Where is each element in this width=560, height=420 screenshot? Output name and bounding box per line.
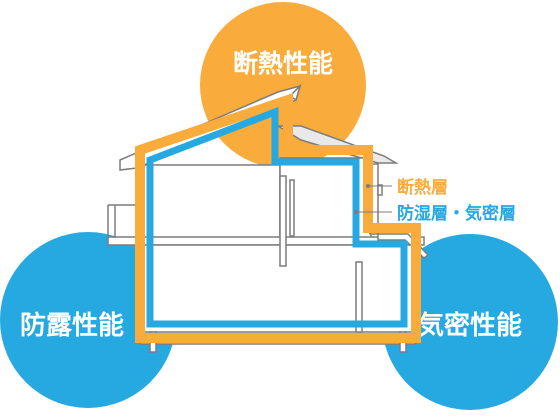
airtight-performance-circle: [382, 234, 558, 410]
insulation-performance-label: 断熱性能: [233, 49, 333, 78]
lower-wall: [136, 244, 418, 334]
insulation-layer-label: 断熱層: [397, 177, 448, 198]
window-frame: [289, 179, 295, 237]
interior-column-upper: [279, 175, 287, 267]
upper-left-wall: [136, 164, 281, 244]
interior-column-lower: [355, 261, 363, 333]
airtight-layer: [146, 106, 408, 328]
insulation-layer: [135, 93, 421, 343]
eave-bracket: [377, 184, 383, 196]
airtight-performance-label: 気密性能: [418, 310, 522, 341]
insulation-leader-dot: [366, 184, 370, 188]
condensation-performance-circle: [0, 232, 176, 408]
right-lower-roof: [377, 233, 430, 259]
condensation-performance-label: 防露性能: [20, 310, 124, 341]
airtight-layer-label: 防湿層・気密層: [397, 203, 516, 224]
airtight-leader-dot: [354, 210, 358, 214]
